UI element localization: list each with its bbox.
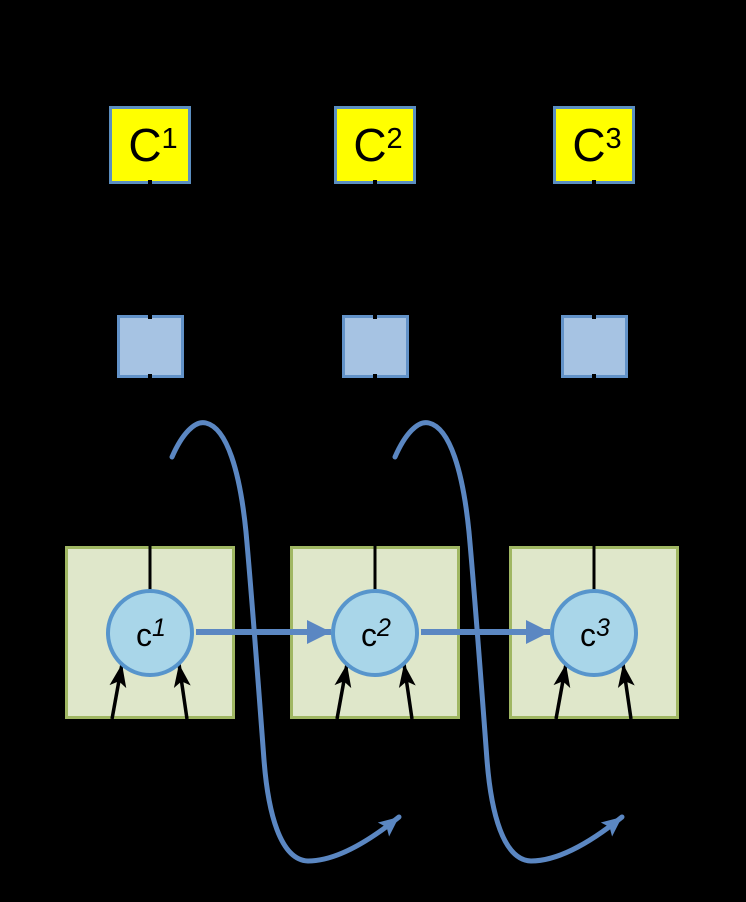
state-node-1: c1 bbox=[106, 589, 194, 677]
embedding-square-2 bbox=[342, 315, 409, 378]
state-node-2: c2 bbox=[331, 589, 419, 677]
context-cell-1: C1 bbox=[109, 106, 191, 184]
embedding-square-3 bbox=[561, 315, 628, 378]
context-cell-2: C2 bbox=[334, 106, 416, 184]
context-cell-3: C3 bbox=[553, 106, 635, 184]
context-cell-2-label: C2 bbox=[353, 119, 403, 171]
embedding-square-1 bbox=[117, 315, 184, 378]
context-cell-1-label: C1 bbox=[128, 119, 178, 171]
state-node-3-label: c3 bbox=[580, 613, 610, 653]
context-cell-3-label: C3 bbox=[572, 119, 622, 171]
state-node-1-label: c1 bbox=[136, 613, 166, 653]
state-node-2-label: c2 bbox=[361, 613, 391, 653]
state-node-3: c3 bbox=[550, 589, 638, 677]
